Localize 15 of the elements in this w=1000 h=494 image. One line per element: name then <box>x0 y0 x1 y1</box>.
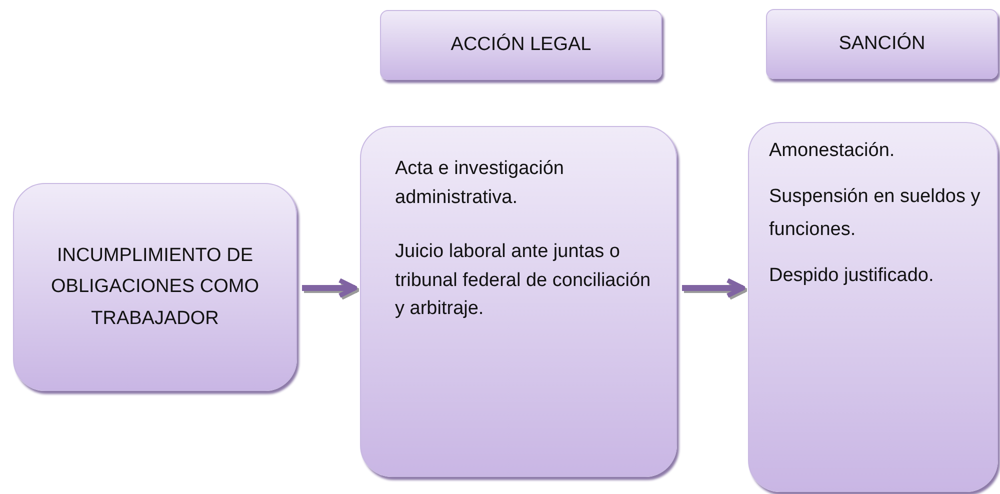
process-box <box>748 122 998 492</box>
process-box <box>360 126 677 477</box>
node-text: Amonestación. <box>769 139 896 163</box>
arrow <box>682 278 746 298</box>
arrow <box>302 278 358 298</box>
node-text: Juicio laboral ante juntas o tribunal federal de conciliación y arbitraje. <box>395 240 652 321</box>
node-text: ACCIÓN LEGAL <box>450 34 592 56</box>
header-box <box>380 10 662 80</box>
process-box <box>13 183 297 391</box>
node-text: Despido justificado. <box>769 264 935 288</box>
node-text: Suspensión en sueldos y funciones. <box>769 185 982 242</box>
header-box <box>766 9 998 79</box>
node-text: INCUMPLIMIENTO DE OBLIGACIONES COMO TRABAJADOR <box>50 244 260 331</box>
node-text: SANCIÓN <box>838 33 926 55</box>
node-text: Acta e investigación administrativa. <box>395 157 565 210</box>
